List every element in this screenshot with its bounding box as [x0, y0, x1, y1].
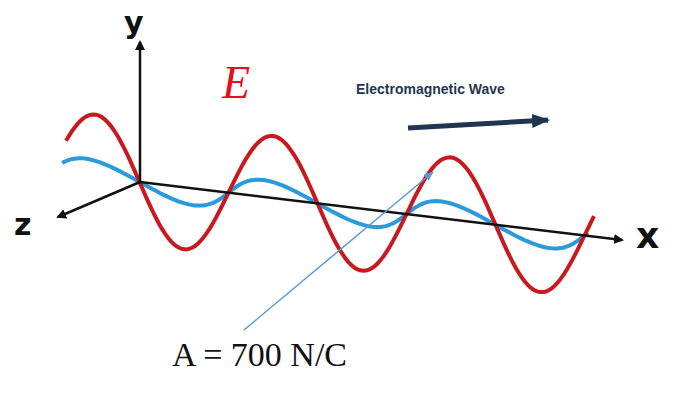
x-axis [140, 182, 622, 240]
amplitude-label: A = 700 N/C [172, 338, 347, 372]
y-axis [139, 42, 142, 182]
axis-label: x [636, 218, 659, 254]
electric-wave [66, 115, 594, 293]
axis-label: y [124, 8, 144, 38]
direction-arrow [408, 120, 548, 128]
z-axis [58, 182, 140, 217]
wave-title: Electromagnetic Wave [356, 82, 505, 96]
field-label: E [222, 60, 250, 106]
leader-line [244, 172, 433, 330]
axis-label: z [14, 210, 31, 240]
